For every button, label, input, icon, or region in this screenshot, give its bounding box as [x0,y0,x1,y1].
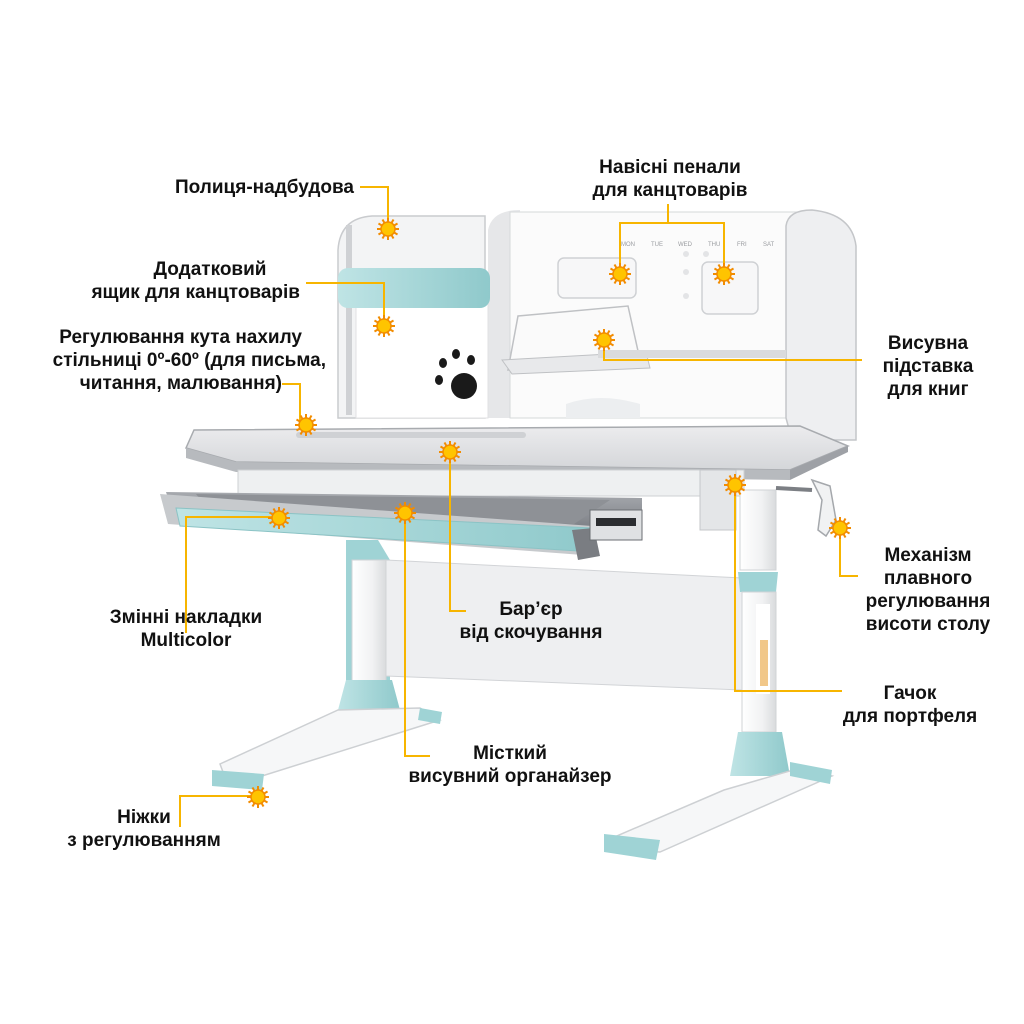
leader-legs [179,795,258,827]
callout-line: від скочування [459,622,603,643]
leader-lines [179,186,862,827]
callout-line: висувний органайзер [408,766,612,787]
book-stand [501,305,786,418]
leader-tilt [282,383,301,424]
callout-line: висоти столу [865,614,991,635]
callout-barrier: Бар’єр від скочування [436,598,626,644]
callout-extra-drawer: Додатковий ящик для канцтоварів [50,258,300,304]
leader-organizer [404,512,430,757]
callout-tilt: Регулювання кута нахилу стільниці 0º-60º… [10,326,326,395]
leader-barrier [449,452,466,612]
day-label: SAT [763,242,775,248]
side-drawer-block [338,268,490,419]
marker-shelf [377,218,399,240]
day-label: THU [708,242,720,248]
day-label: FRI [737,242,747,248]
callout-line: плавного [883,568,973,589]
leader-extra-drawer [306,282,385,325]
marker-extra-drawer [373,315,395,337]
leader-bag-hook [734,486,842,692]
callout-line: стільниці 0º-60º (для письма, [52,350,326,371]
markers [247,218,851,808]
day-label: MON [621,242,635,248]
callout-line: Бар’єр [499,599,563,620]
marker-bag-hook [724,474,746,496]
leader-shelf [360,186,389,228]
right-leg [604,489,835,860]
callout-shelf: Полиця-надбудова [120,176,354,199]
callout-line: Гачок [883,683,937,704]
callout-book-stand: Висувна підставка для книг [860,332,996,401]
callout-line: для портфеля [842,706,978,727]
callout-height-mechanism: Механізм плавного регулювання висоти сто… [850,544,1006,636]
callout-line: регулювання [865,591,991,612]
leader-height-mechanism [839,528,858,577]
hutch-day-labels: MON TUE WED THU FRI SAT [621,242,775,248]
callout-line: Навісні пенали [599,157,741,178]
callout-organizer: Місткий висувний органайзер [392,742,628,788]
callout-pencil-cases: Навісні пенали для канцтоварів [570,156,770,202]
leader-pencil-cases-2 [668,222,725,272]
callout-line: Multicolor [140,630,232,651]
callout-line: з регулюванням [67,830,221,851]
marker-barrier [439,441,461,463]
callout-line: читання, малювання) [79,373,282,394]
marker-overlays [268,507,290,529]
callout-line: для книг [887,379,969,400]
callout-line: Механізм [884,545,972,566]
callout-line: для канцтоварів [592,180,748,201]
callout-bag-hook: Гачок для портфеля [820,682,1000,728]
callout-legs: Ніжки з регулюванням [36,806,252,852]
callout-line: Висувна [887,333,969,354]
leader-pencil-cases [619,204,669,272]
day-label: TUE [651,242,663,248]
marker-height-mechanism [829,517,851,539]
day-label: WED [678,242,693,248]
callout-line: Регулювання кута нахилу [59,327,302,348]
leader-overlays [185,516,279,633]
callout-line: Додатковий [153,259,267,280]
callout-line: Полиця-надбудова [175,177,354,198]
callout-line: Змінні накладки [109,607,263,628]
crank-handle [775,478,837,538]
marker-pencil-case-left [609,263,631,285]
under-frame [237,469,745,531]
left-leg [212,540,442,790]
callout-overlays: Змінні накладки Multicolor [86,606,286,652]
marker-book-stand [593,329,615,351]
callout-line: Ніжки [117,807,171,828]
callout-line: підставка [882,356,974,377]
callout-line: ящик для канцтоварів [91,282,300,303]
organizer-drawer [160,492,643,560]
marker-tilt [295,414,317,436]
marker-pencil-case-right [713,263,735,285]
callout-line: Місткий [473,743,547,764]
marker-organizer [394,502,416,524]
marker-legs [247,786,269,808]
